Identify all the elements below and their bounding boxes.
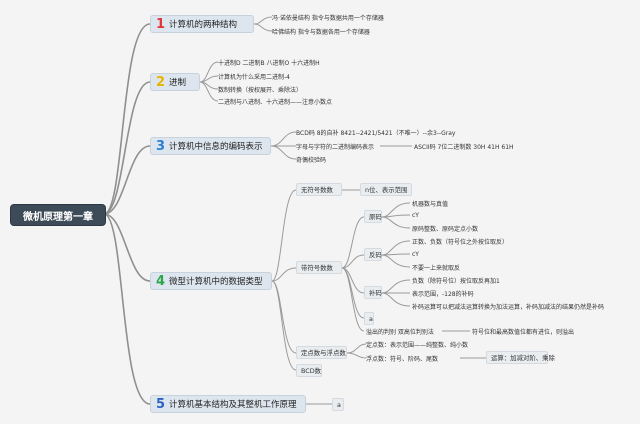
topic-5[interactable]: 5 计算机基本结构及其整机工作原理 <box>150 395 306 413</box>
topic-number: 4 <box>156 273 166 289</box>
topic-label: 计算机的两种结构 <box>169 20 238 30</box>
leaf-overflow-detection: 溢出的判别 双高位判别法 <box>366 328 434 336</box>
node-signed[interactable]: 带符号数数 <box>296 261 342 274</box>
leaf-overflow-rule: 符号位和最高数值位都有进位，则溢出 <box>472 328 575 336</box>
node-ones-complement[interactable]: 反码 <box>364 248 382 261</box>
leaf-conversion: 数制转换（按权展开、乘除法） <box>218 86 303 94</box>
topic-1[interactable]: 1 计算机的两种结构 <box>150 15 254 33</box>
root-node[interactable]: 微机原理第一章 <box>10 204 106 226</box>
node-sign-magnitude[interactable]: 原码 <box>364 210 382 223</box>
leaf-negative-invert-add-one: 负数（除符号位）按位取反再加1 <box>412 277 500 285</box>
leaf-parity: 奇偶校验码 <box>296 156 327 164</box>
leaf-floating-point: 浮点数：符号、阶码、尾数 <box>366 355 439 363</box>
leaf-range-128: 表示范围，-128的补码 <box>412 290 474 298</box>
leaf-subtraction-as-addition: 补码运算可以把减法运算转换为加法运算，补码加减法的结果仍然是补码 <box>412 303 605 311</box>
node-a[interactable]: a <box>332 398 344 411</box>
node-fixed-float[interactable]: 定点数与浮点数 <box>296 346 347 359</box>
topic-label: 计算机基本结构及其整机工作原理 <box>169 400 297 410</box>
topic-number: 1 <box>156 16 166 32</box>
topic-label: 计算机中信息的编码表示 <box>169 142 263 152</box>
leaf-cy: cY <box>412 211 419 219</box>
leaf-number-systems: 十进制D 二进制B 八进制O 十六进制H <box>218 59 320 67</box>
topic-4[interactable]: 4 微型计算机中的数据类型 <box>150 272 272 290</box>
root-label: 微机原理第一章 <box>23 211 93 223</box>
leaf-ascii: ASCII码 7位二进制数 30H 41H 61H <box>414 143 514 151</box>
leaf-sign-magnitude-range: 原码整数、原码定点小数 <box>412 225 479 233</box>
leaf-von-neumann: 冯·诺依曼结构 指令与数据共用一个存储器 <box>272 14 384 22</box>
node-unsigned[interactable]: 无符号数数 <box>296 183 342 196</box>
leaf-bcd-code: BCD码 8的自补 8421--2421/5421（不唯一）--余3--Gray <box>296 129 456 137</box>
node-bcd-number[interactable]: BCD数 <box>296 364 322 377</box>
leaf-harvard: 哈佛结构 指令与数据各用一个存储器 <box>272 28 370 36</box>
topic-number: 3 <box>156 138 166 154</box>
leaf-why-binary: 计算机为什么采用二进制-4 <box>218 73 290 81</box>
leaf-fixed-point: 定点数：表示范围——纯整数、纯小数 <box>366 341 469 349</box>
leaf-positive-negative: 正数、负数（符号位之外按位取反） <box>412 238 509 246</box>
topic-2[interactable]: 2 进制 <box>150 73 200 91</box>
topic-label: 微型计算机中的数据类型 <box>169 277 263 287</box>
topic-number: 2 <box>156 74 166 90</box>
leaf-char-encoding: 字母与字符的二进制编码表示 <box>296 143 375 151</box>
topic-number: 5 <box>156 396 166 412</box>
leaf-binary-octal-hex: 二进制与八进制、十六进制——注意小数点 <box>218 98 333 106</box>
leaf-cy: cY <box>412 250 419 258</box>
topic-label: 进制 <box>169 78 187 88</box>
node-twos-complement[interactable]: 补码 <box>364 286 382 299</box>
leaf-no-invert-first: 不要一上来就取反 <box>412 264 461 272</box>
leaf-machine-number: 机器数与真值 <box>412 200 449 208</box>
node-unsigned-range[interactable]: n位、表示范围 <box>360 183 412 196</box>
node-float-operations[interactable]: 运算：加减对阶、乘除 <box>486 351 555 364</box>
topic-3[interactable]: 3 计算机中信息的编码表示 <box>150 137 271 155</box>
node-a[interactable]: a <box>364 312 374 325</box>
